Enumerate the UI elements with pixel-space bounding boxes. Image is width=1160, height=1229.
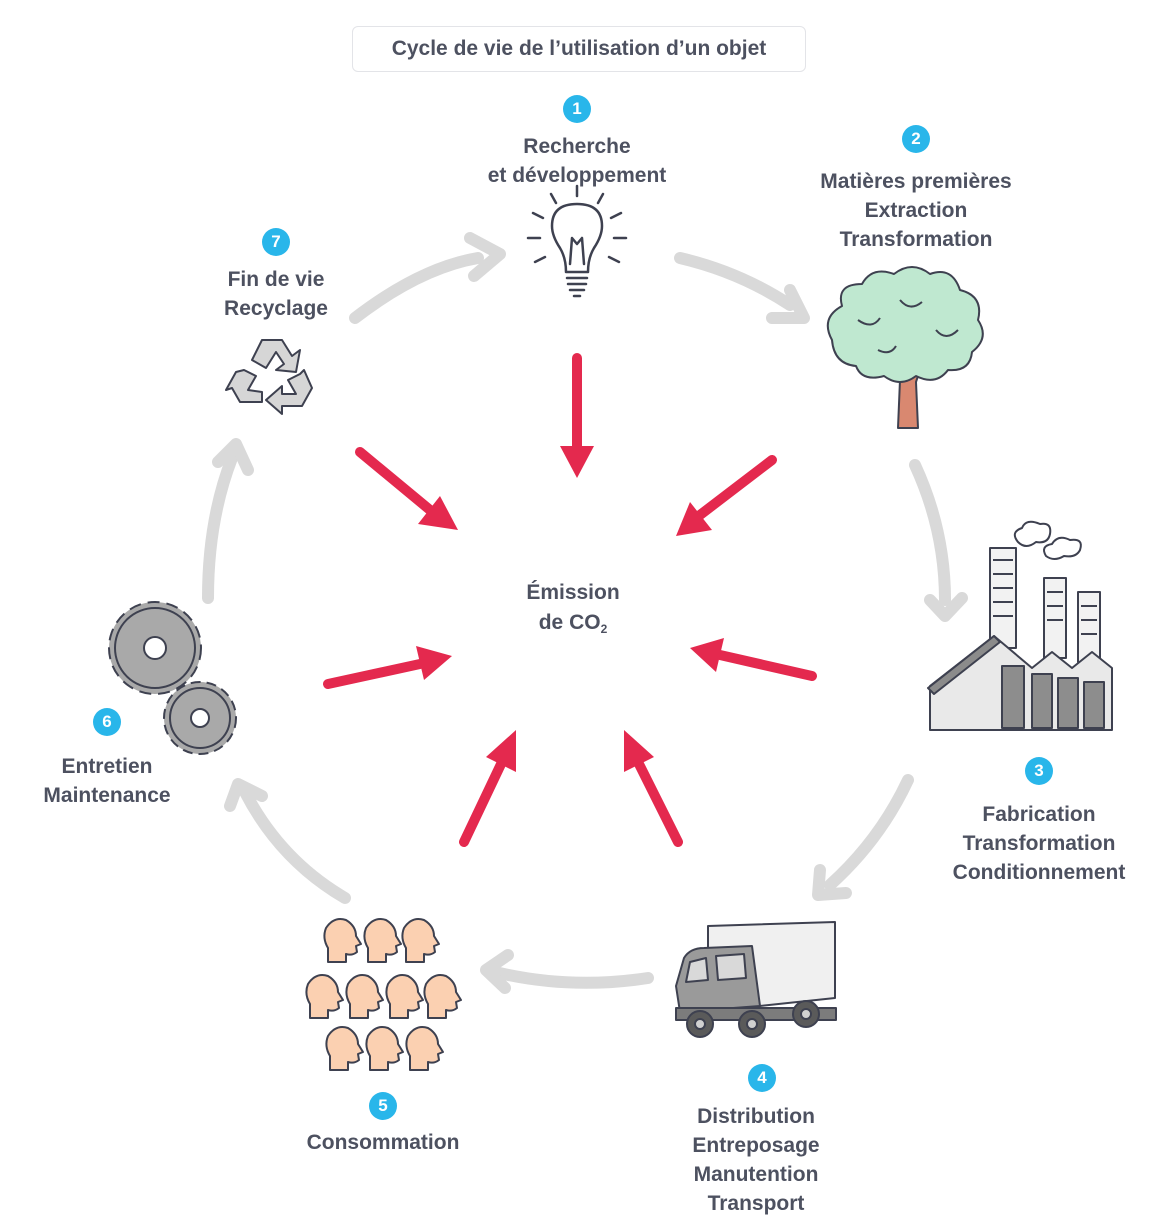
cycle-arrow-7-to-1: [349, 232, 506, 324]
cycle-arrow-2-to-3: [909, 459, 968, 622]
center-line-2: de CO2: [480, 608, 666, 644]
step-5-line-1: Consommation: [306, 1131, 460, 1154]
cycle-arrows: [202, 232, 968, 994]
head-4: [305, 974, 344, 1019]
step-4-line-4: Transport: [707, 1192, 805, 1215]
tree-icon: [826, 266, 984, 429]
cycle-arrow-4-to-5: [480, 949, 654, 994]
factory-icon: [927, 520, 1113, 731]
truck-icon: [675, 921, 837, 1038]
step-6-badge: 6: [93, 708, 121, 736]
center-line-2-text: de CO: [538, 611, 601, 634]
step-4-badge: 4: [748, 1064, 776, 1092]
head-5: [345, 974, 384, 1019]
head-6: [385, 974, 424, 1019]
gear-large: [108, 601, 202, 695]
step-3-label: Fabrication Transformation Conditionneme…: [930, 800, 1148, 887]
head-7: [423, 974, 462, 1019]
emission-arrow-from-6: [323, 646, 452, 689]
step-7-label: Fin de vie Recyclage: [196, 265, 356, 323]
step-2-line-3: Transformation: [839, 228, 993, 251]
emission-arrow-from-1: [560, 353, 594, 478]
step-2-line-1: Matières premières: [820, 170, 1012, 193]
gear-small: [163, 681, 237, 755]
step-3-line-1: Fabrication: [982, 803, 1096, 826]
step-1-label: Recherche et développement: [462, 132, 692, 190]
step-5-badge: 5: [369, 1092, 397, 1120]
emission-arrows: [323, 353, 817, 847]
center-label: Émission de CO2: [480, 578, 666, 644]
step-3-line-2: Transformation: [962, 832, 1116, 855]
head-3: [401, 918, 440, 963]
step-3-badge: 3: [1025, 757, 1053, 785]
cycle-arrow-6-to-7: [202, 438, 254, 604]
step-4-label: Distribution Entreposage Manutention Tra…: [666, 1102, 846, 1218]
step-5-label: Consommation: [283, 1128, 483, 1157]
cycle-arrow-1-to-2: [674, 252, 810, 324]
step-4-line-2: Entreposage: [692, 1134, 820, 1157]
step-7-line-1: Fin de vie: [227, 268, 325, 291]
head-2: [363, 918, 402, 963]
step-7-line-2: Recyclage: [224, 297, 328, 320]
step-3-line-3: Conditionnement: [952, 861, 1126, 884]
emission-arrow-from-4: [624, 730, 683, 847]
emission-arrow-from-3: [690, 638, 817, 681]
recycle-icon: [225, 339, 313, 415]
cycle-arrow-3-to-4: [812, 774, 914, 901]
head-10: [405, 1026, 444, 1071]
step-6-label: Entretien Maintenance: [22, 752, 192, 810]
head-9: [365, 1026, 404, 1071]
gears-icon: [108, 601, 237, 755]
cycle-arrow-5-to-6: [224, 778, 351, 904]
step-6-line-2: Maintenance: [43, 784, 171, 807]
step-4-line-3: Manutention: [693, 1163, 819, 1186]
step-1-line-1: Recherche: [523, 135, 631, 158]
diagram-title: Cycle de vie de l’utilisation d’un objet: [352, 26, 806, 72]
step-7-badge: 7: [262, 228, 290, 256]
step-2-line-2: Extraction: [864, 199, 968, 222]
step-1-line-2: et développement: [487, 164, 667, 187]
lightbulb-icon: [526, 184, 628, 298]
center-line-1: Émission: [526, 581, 620, 604]
center-subscript: 2: [600, 622, 608, 636]
step-2-badge: 2: [902, 125, 930, 153]
step-6-line-1: Entretien: [61, 755, 153, 778]
step-2-label: Matières premières Extraction Transforma…: [796, 167, 1036, 254]
emission-arrow-from-5: [459, 730, 516, 847]
step-1-badge: 1: [563, 95, 591, 123]
people-heads-icon: [305, 918, 462, 1071]
head-8: [325, 1026, 364, 1071]
step-4-line-1: Distribution: [697, 1105, 815, 1128]
emission-arrow-from-7: [355, 447, 458, 530]
head-1: [323, 918, 362, 963]
emission-arrow-from-2: [676, 455, 777, 536]
